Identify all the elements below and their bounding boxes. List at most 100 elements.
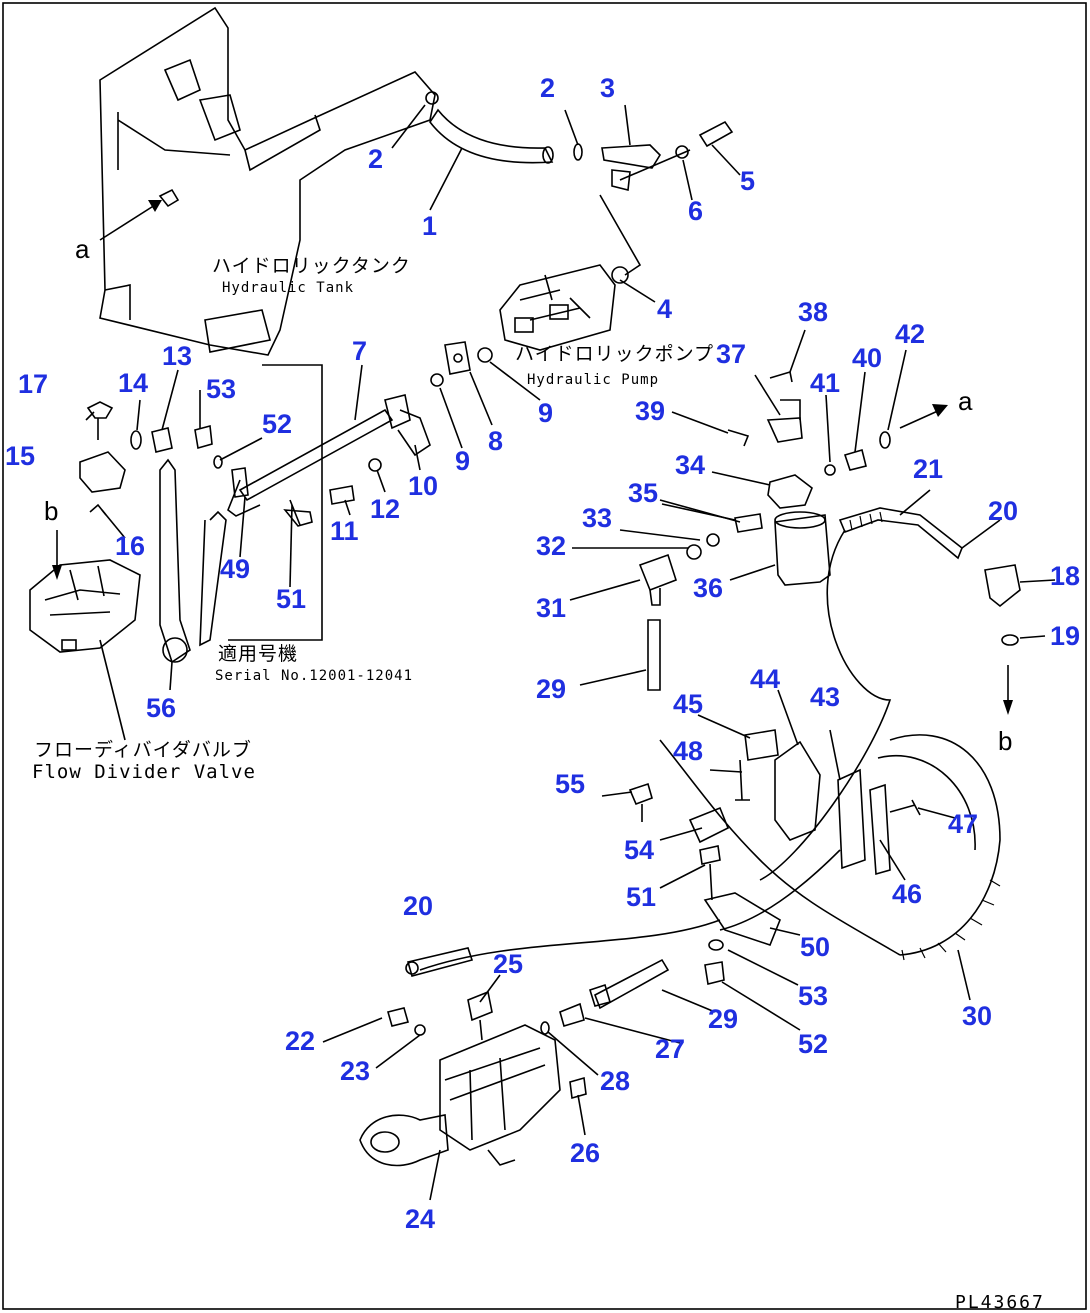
callout-31: 31 xyxy=(536,593,566,623)
callout-46: 46 xyxy=(892,879,922,909)
callout-35: 35 xyxy=(628,478,658,508)
callout-13: 13 xyxy=(162,341,192,371)
ref-b-valve: b xyxy=(44,496,58,526)
arrow-a-tank-head xyxy=(148,200,162,212)
callout-37: 37 xyxy=(716,339,746,369)
arrow-a-tank xyxy=(99,204,156,241)
callout-52: 52 xyxy=(262,409,292,439)
callout-29: 29 xyxy=(536,674,566,704)
callout-1: 1 xyxy=(422,211,437,241)
callout-52: 52 xyxy=(798,1029,828,1059)
callout-33: 33 xyxy=(582,503,612,533)
suction-hose xyxy=(429,108,583,164)
flow-divider-caption-jp: フローディバイダバルブ xyxy=(34,738,252,761)
callout-32: 32 xyxy=(536,531,566,561)
callout-17: 17 xyxy=(18,369,48,399)
callout-48: 48 xyxy=(673,736,703,766)
line-filter xyxy=(638,370,891,691)
callout-42: 42 xyxy=(895,319,925,349)
callout-8: 8 xyxy=(488,426,503,456)
callout-54: 54 xyxy=(624,835,654,865)
callout-18: 18 xyxy=(1050,561,1080,591)
callout-2: 2 xyxy=(540,73,555,103)
serial-caption-jp: 適用号機 xyxy=(218,643,298,665)
callout-7: 7 xyxy=(352,336,367,366)
callout-12: 12 xyxy=(370,494,400,524)
callout-24: 24 xyxy=(405,1204,435,1234)
callout-10: 10 xyxy=(408,471,438,501)
callout-55: 55 xyxy=(555,769,585,799)
lower-hose xyxy=(419,919,721,971)
callout-3: 3 xyxy=(600,73,615,103)
callout-9: 9 xyxy=(455,446,470,476)
callout-34: 34 xyxy=(675,450,705,480)
ref-a-tank: a xyxy=(75,234,90,264)
flow-divider-valve xyxy=(29,559,141,653)
callout-28: 28 xyxy=(600,1066,630,1096)
callout-23: 23 xyxy=(340,1056,370,1086)
hydraulic-pump xyxy=(499,264,616,351)
callout-14: 14 xyxy=(118,368,148,398)
serial-caption-en: Serial No.12001-12041 xyxy=(215,668,413,684)
callout-25: 25 xyxy=(493,949,523,979)
serial-bracket xyxy=(228,364,323,641)
callout-16: 16 xyxy=(115,531,145,561)
callout-51: 51 xyxy=(276,584,306,614)
drain-hose xyxy=(130,424,227,664)
pump-outlet-fittings xyxy=(430,341,493,387)
control-valve xyxy=(359,990,587,1167)
callout-45: 45 xyxy=(673,689,703,719)
callout-9: 9 xyxy=(538,398,553,428)
callout-21: 21 xyxy=(913,454,943,484)
callout-4: 4 xyxy=(657,294,672,324)
callout-53: 53 xyxy=(206,374,236,404)
callout-26: 26 xyxy=(570,1138,600,1168)
callout-5: 5 xyxy=(740,166,755,196)
callout-15: 15 xyxy=(5,441,35,471)
elbow-fitting xyxy=(599,120,734,284)
callout-22: 22 xyxy=(285,1026,315,1056)
callout-44: 44 xyxy=(750,664,780,694)
callout-47: 47 xyxy=(948,809,978,839)
callout-41: 41 xyxy=(810,368,840,398)
leader-lines xyxy=(85,104,1056,1201)
delivery-pipe xyxy=(227,394,431,527)
callout-56: 56 xyxy=(146,693,176,723)
arrow-b-top-head xyxy=(52,565,62,580)
lower-hose-end xyxy=(405,947,474,977)
callout-19: 19 xyxy=(1050,621,1080,651)
callout-39: 39 xyxy=(635,396,665,426)
hydraulic-pump-caption-jp: ハイドロリックポンプ xyxy=(515,343,714,365)
callout-43: 43 xyxy=(810,682,840,712)
hydraulic-tank xyxy=(99,6,439,356)
callout-11: 11 xyxy=(330,516,359,546)
arrow-a-filter-head xyxy=(932,404,948,417)
callouts: 1 2 2 3 4 5 6 7 8 9 9 10 11 12 13 14 15 … xyxy=(5,73,1080,1234)
flow-divider-leader xyxy=(99,639,126,741)
hydraulic-tank-caption-en: Hydraulic Tank xyxy=(222,280,354,296)
callout-20: 20 xyxy=(403,891,433,921)
callout-36: 36 xyxy=(693,573,723,603)
arrow-a-filter xyxy=(899,409,941,429)
flow-divider-caption-en: Flow Divider Valve xyxy=(32,761,256,783)
hydraulic-tank-caption-jp: ハイドロリックタンク xyxy=(212,255,411,277)
callout-53: 53 xyxy=(798,981,828,1011)
hydraulic-pump-caption-en: Hydraulic Pump xyxy=(527,372,659,388)
lower-pipe xyxy=(540,958,670,1035)
callout-27: 27 xyxy=(655,1034,685,1064)
callout-51: 51 xyxy=(626,882,656,912)
ref-a-filter: a xyxy=(958,386,973,416)
callout-6: 6 xyxy=(688,196,703,226)
callout-49: 49 xyxy=(220,554,250,584)
callout-29: 29 xyxy=(708,1004,738,1034)
callout-50: 50 xyxy=(800,932,830,962)
callout-40: 40 xyxy=(852,343,882,373)
tank-port xyxy=(158,188,180,208)
callout-20: 20 xyxy=(988,496,1018,526)
drawing-code: PL43667 xyxy=(955,1292,1045,1313)
callout-2: 2 xyxy=(368,144,383,174)
return-hose xyxy=(759,507,1021,961)
